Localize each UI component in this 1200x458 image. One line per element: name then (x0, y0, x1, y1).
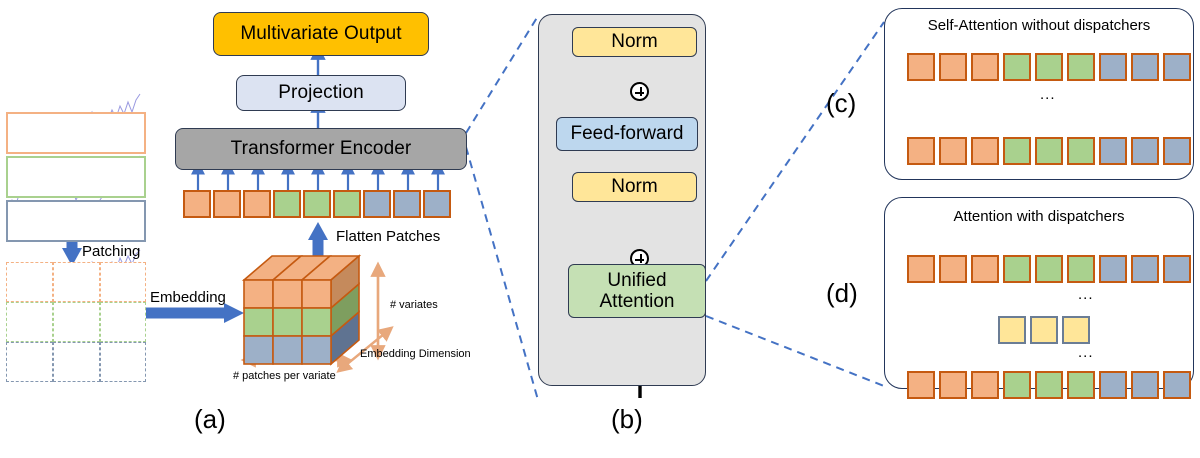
patch-token (333, 190, 361, 218)
panel-c-ellipsis: ... (1040, 86, 1056, 103)
unified-attention-block[interactable]: Unified Attention (568, 264, 706, 318)
attention-token (907, 53, 935, 81)
embedding-label: Embedding (150, 289, 226, 306)
attention-token (1035, 371, 1063, 399)
attention-token (1131, 137, 1159, 165)
variates-label: # variates (390, 299, 438, 311)
dispatcher-token (1062, 316, 1090, 344)
attention-token (939, 53, 967, 81)
patch-token (393, 190, 421, 218)
transformer-encoder-block[interactable]: Transformer Encoder (175, 128, 467, 170)
feed-forward-block[interactable]: Feed-forward (556, 117, 698, 151)
panel-letter-c: (c) (826, 88, 857, 118)
dispatcher-token (1030, 316, 1058, 344)
patch-cell (6, 262, 53, 302)
patch-token (423, 190, 451, 218)
dashed-connector-encoder-to-b (465, 15, 539, 401)
attention-token (1131, 371, 1159, 399)
attention-token (1163, 255, 1191, 283)
patch-token (183, 190, 211, 218)
patched-series-grid (6, 262, 146, 382)
norm-bottom-block[interactable]: Norm (572, 172, 697, 202)
patch-token (273, 190, 301, 218)
projection-block[interactable]: Projection (236, 75, 406, 111)
unified-attention-label-line1: Unified (607, 269, 667, 291)
patch-token (303, 190, 331, 218)
embedding-arrow (138, 303, 244, 323)
attention-token (1003, 371, 1031, 399)
patch-token (213, 190, 241, 218)
attention-token (1163, 53, 1191, 81)
attention-token (1003, 53, 1031, 81)
dashed-connector-b-to-cd (705, 21, 885, 387)
series-box-variate-1 (6, 112, 146, 154)
panel-d-title: Attention with dispatchers (953, 208, 1125, 225)
attention-token (1035, 255, 1063, 283)
panel-letter-d: (d) (826, 278, 858, 308)
panel-d-ellipsis-bottom: ... (1078, 344, 1094, 361)
patch-cell (53, 302, 100, 342)
attention-token (1099, 255, 1127, 283)
patch-cell (100, 302, 146, 342)
patch-cell (100, 342, 146, 382)
patch-token (243, 190, 271, 218)
token-to-encoder-arrows (190, 160, 446, 190)
panel-d-container (884, 197, 1194, 389)
attention-token (939, 255, 967, 283)
attention-token (1099, 137, 1127, 165)
attention-token (939, 371, 967, 399)
patches-per-variate-label: # patches per variate (233, 370, 336, 382)
multivariate-output-block[interactable]: Multivariate Output (213, 12, 429, 56)
attention-token (1035, 53, 1063, 81)
attention-token (939, 137, 967, 165)
attention-token (1163, 371, 1191, 399)
series-box-variate-2 (6, 156, 146, 198)
attention-token (1067, 371, 1095, 399)
attention-token (1131, 53, 1159, 81)
attention-token (971, 53, 999, 81)
panel-c-title: Self-Attention without dispatchers (927, 17, 1151, 34)
attention-token (907, 137, 935, 165)
panel-letter-a: (a) (194, 404, 226, 434)
attention-token (1099, 371, 1127, 399)
attention-token (1099, 53, 1127, 81)
attention-token (907, 255, 935, 283)
attention-token (1003, 255, 1031, 283)
patch-cell (100, 262, 146, 302)
series-box-variate-3 (6, 200, 146, 242)
attention-token (1067, 255, 1095, 283)
attention-token (1067, 137, 1095, 165)
residual-add-top-icon (630, 82, 649, 101)
patch-token (363, 190, 391, 218)
dispatcher-token (998, 316, 1026, 344)
panel-letter-b: (b) (611, 404, 643, 434)
embedding-dimension-label: Embedding Dimension (360, 348, 471, 360)
patch-cell (6, 342, 53, 382)
unified-attention-label-line2: Attention (599, 291, 675, 312)
attention-token (971, 137, 999, 165)
attention-token (971, 255, 999, 283)
patch-cell (6, 302, 53, 342)
attention-token (907, 371, 935, 399)
embedding-cube (241, 254, 384, 368)
attention-token (1067, 53, 1095, 81)
patch-cell (53, 342, 100, 382)
patching-label: Patching (82, 243, 141, 260)
attention-token (1163, 137, 1191, 165)
patch-cell (53, 262, 100, 302)
attention-token (1003, 137, 1031, 165)
flatten-patches-label: Flatten Patches (336, 228, 441, 245)
attention-token (971, 371, 999, 399)
attention-token (1035, 137, 1063, 165)
attention-token (1131, 255, 1159, 283)
norm-top-block[interactable]: Norm (572, 27, 697, 57)
panel-d-ellipsis-top: ... (1078, 286, 1094, 303)
